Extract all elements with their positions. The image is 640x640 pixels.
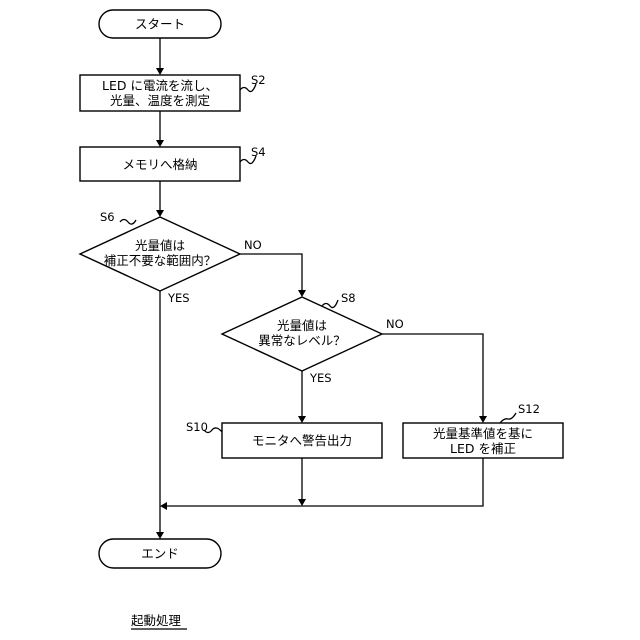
arrow-s12-merge bbox=[160, 502, 167, 510]
s8-yes-label: YES bbox=[309, 371, 332, 385]
step-s10-label: モニタへ警告出力 bbox=[252, 433, 352, 448]
arrow-s8-yes-s10 bbox=[298, 416, 306, 423]
step-s2-line1: LED に電流を流し、 bbox=[102, 78, 218, 93]
decision-s8-line2: 異常なレベル？ bbox=[258, 333, 346, 348]
decision-s8-ref: S8 bbox=[341, 291, 356, 305]
arrow-s4-s6 bbox=[156, 210, 164, 217]
step-s4-ref: S4 bbox=[251, 145, 266, 159]
arrow-start-s2 bbox=[156, 68, 164, 75]
decision-s6-line2: 補正不要な範囲内？ bbox=[104, 253, 217, 268]
s6-no-label: NO bbox=[244, 238, 262, 252]
step-s2-ref: S2 bbox=[251, 73, 266, 87]
decision-s6-ref: S6 bbox=[100, 210, 115, 224]
step-s12-ref: S12 bbox=[518, 402, 540, 416]
decision-s6-leader bbox=[120, 220, 136, 225]
decision-s6-line1: 光量値は bbox=[135, 238, 185, 253]
step-s12-line1: 光量基準値を基に bbox=[433, 426, 533, 441]
arrow-s6-no-s8 bbox=[298, 290, 306, 297]
step-s12-leader bbox=[500, 413, 516, 423]
arrow-s8-no-s12 bbox=[479, 416, 487, 423]
caption: 起動処理 bbox=[131, 613, 182, 628]
arrow-s10-merge bbox=[298, 499, 306, 506]
arrow-s2-s4 bbox=[156, 140, 164, 147]
step-s2-line2: 光量、温度を測定 bbox=[110, 93, 210, 108]
connector-s12-merge bbox=[166, 458, 483, 506]
connector-s8-no-s12 bbox=[382, 334, 483, 417]
connector-s6-no-s8 bbox=[240, 254, 302, 291]
end-label: エンド bbox=[141, 546, 179, 561]
s8-no-label: NO bbox=[386, 317, 404, 331]
s6-yes-label: YES bbox=[167, 291, 190, 305]
step-s12-line2: LED を補正 bbox=[450, 441, 516, 456]
step-s4-label: メモリへ格納 bbox=[122, 157, 197, 172]
step-s10-ref: S10 bbox=[186, 420, 208, 434]
arrow-s6-yes-end bbox=[156, 532, 164, 539]
decision-s8-leader bbox=[322, 300, 338, 308]
decision-s8-line1: 光量値は bbox=[277, 318, 327, 333]
start-label: スタート bbox=[135, 17, 185, 32]
